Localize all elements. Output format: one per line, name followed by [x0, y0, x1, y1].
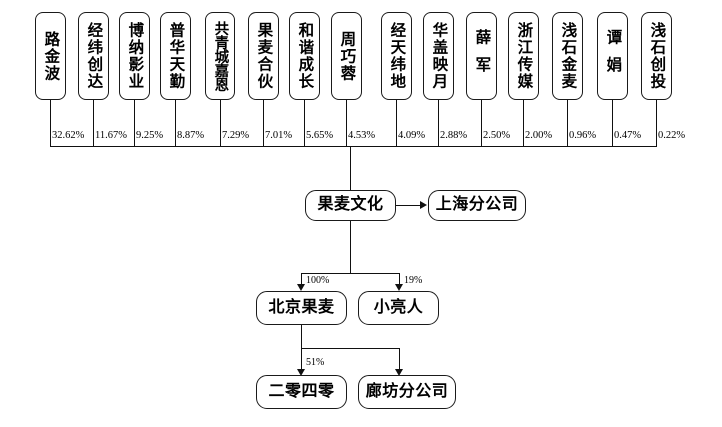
subsidiary-box-beijingguomai[interactable]: 北京果麦: [256, 291, 347, 325]
shareholder-box-gongqingchengjiaen[interactable]: 共青城嘉恩: [205, 12, 235, 100]
connector-shareholder-1: [93, 100, 94, 146]
percent-label-qianshichuangtou: 0.22%: [658, 130, 686, 141]
branch-box-shanghai[interactable]: 上海分公司: [428, 190, 526, 221]
percent-label-puhuatianqin: 8.87%: [177, 130, 205, 141]
connector-beijingguomai-to-langfang: [301, 348, 399, 349]
connector-shareholder-6: [304, 100, 305, 146]
connector-shareholder-7: [346, 100, 347, 146]
arrow-to-xiaoliangren: [395, 284, 403, 291]
shareholder-box-qianshichuangtou[interactable]: 浅石创投: [641, 12, 672, 100]
connector-shareholder-10: [481, 100, 482, 146]
percent-label-beijingguomai: 100%: [306, 275, 330, 286]
shareholder-box-xuejun[interactable]: 薛军: [466, 12, 497, 100]
subsidiary-bus-line: [301, 273, 399, 274]
percent-label-bonayingye: 9.25%: [136, 130, 164, 141]
connector-shareholder-3: [175, 100, 176, 146]
arrow-to-beijingguomai: [297, 284, 305, 291]
connector-shareholder-2: [134, 100, 135, 146]
connector-to-beijingguomai: [301, 273, 302, 286]
connector-shareholder-13: [612, 100, 613, 146]
shareholder-bus-line: [50, 146, 657, 147]
connector-shareholder-0: [50, 100, 51, 146]
percent-label-zhejiangchuanmei: 2.00%: [525, 130, 553, 141]
percent-label-erlingsiling: 51%: [306, 357, 325, 368]
subsidiary-box-xiaoliangren[interactable]: 小亮人: [358, 291, 439, 325]
grandchild-box-erlingsiling[interactable]: 二零四零: [256, 375, 347, 409]
percent-label-huagaiyingyue: 2.88%: [440, 130, 468, 141]
shareholder-box-jingweichuangda[interactable]: 经纬创达: [78, 12, 109, 100]
connector-company-to-branch: [396, 205, 420, 206]
percent-label-zhouqiaorong: 4.53%: [348, 130, 376, 141]
connector-shareholder-11: [523, 100, 524, 146]
shareholder-box-zhejiangchuanmei[interactable]: 浙江传媒: [508, 12, 539, 100]
shareholder-box-hexiechengzhang[interactable]: 和谐成长: [289, 12, 320, 100]
arrow-to-erlingsiling: [297, 369, 305, 376]
percent-label-guomaihehuo: 7.01%: [265, 130, 293, 141]
percent-label-jingweichuangda: 11.67%: [95, 130, 127, 141]
shareholder-box-qianshijinmai[interactable]: 浅石金麦: [552, 12, 583, 100]
percent-label-xuejun: 2.50%: [483, 130, 511, 141]
connector-shareholder-4: [220, 100, 221, 146]
connector-shareholder-9: [438, 100, 439, 146]
arrow-to-langfang: [395, 369, 403, 376]
arrow-company-to-branch: [420, 201, 427, 209]
connector-company-down: [350, 221, 351, 273]
connector-shareholder-8: [396, 100, 397, 146]
shareholder-box-guomaihehuo[interactable]: 果麦合伙: [248, 12, 279, 100]
percent-label-hexiechengzhang: 5.65%: [306, 130, 334, 141]
shareholder-box-puhuatianqin[interactable]: 普华天勤: [160, 12, 191, 100]
shareholder-box-jingtianweidi[interactable]: 经天纬地: [381, 12, 412, 100]
connector-shareholder-14: [656, 100, 657, 146]
shareholder-box-bonayingye[interactable]: 博纳影业: [119, 12, 150, 100]
percent-label-jingtianweidi: 4.09%: [398, 130, 426, 141]
shareholder-box-zhouqiaorong[interactable]: 周巧蓉: [331, 12, 362, 100]
connector-bus-to-company: [350, 146, 351, 190]
shareholder-box-huagaiyingyue[interactable]: 华盖映月: [423, 12, 454, 100]
shareholder-box-lujinbo[interactable]: 路金波: [35, 12, 66, 100]
connector-to-xiaoliangren: [399, 273, 400, 286]
percent-label-qianshijinmai: 0.96%: [569, 130, 597, 141]
shareholder-box-tanjuan[interactable]: 谭娟: [597, 12, 628, 100]
grandchild-box-langfang[interactable]: 廊坊分公司: [358, 375, 456, 409]
connector-shareholder-12: [567, 100, 568, 146]
percent-label-lujinbo: 32.62%: [52, 130, 85, 141]
percent-label-xiaoliangren: 19%: [404, 275, 423, 286]
connector-shareholder-5: [263, 100, 264, 146]
connector-langfang-down: [399, 348, 400, 371]
company-box-guomaiwenhua[interactable]: 果麦文化: [305, 190, 396, 221]
percent-label-gongqingchengjiaen: 7.29%: [222, 130, 250, 141]
percent-label-tanjuan: 0.47%: [614, 130, 642, 141]
